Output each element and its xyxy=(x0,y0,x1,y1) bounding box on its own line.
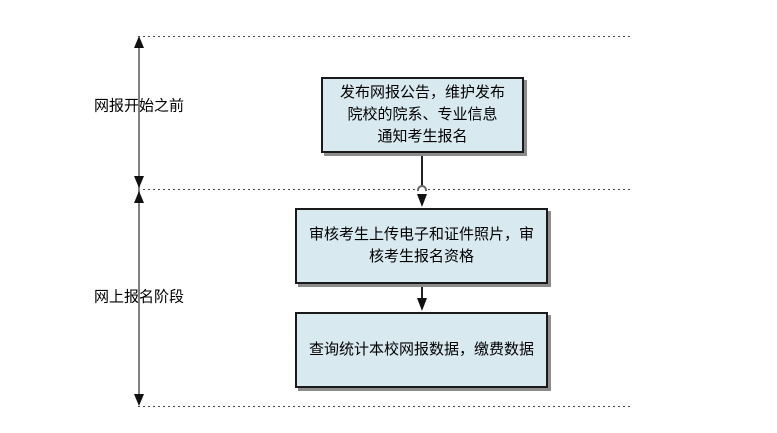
phase-separator-middle-line xyxy=(138,189,631,191)
arrow-down-icon xyxy=(134,394,144,406)
step-review-photos-box: 审核考生上传电子和证件照片，审 核考生报名资格 xyxy=(295,208,548,284)
arrow-down-icon xyxy=(417,194,427,207)
timeline-axis-line xyxy=(138,40,140,404)
phase-separator-bottom-line xyxy=(138,406,631,408)
arrow-down-icon xyxy=(417,298,427,311)
connector-line-2 xyxy=(421,286,423,300)
arrow-down-icon xyxy=(134,176,144,188)
connector-line-hop xyxy=(417,185,427,191)
phase-label-before-registration: 网报开始之前 xyxy=(93,96,185,115)
arrow-up-icon xyxy=(134,191,144,203)
arrow-up-icon xyxy=(134,36,144,48)
connector-line-1 xyxy=(421,153,423,186)
step-publish-announcement-box: 发布网报公告，维护发布 院校的院系、专业信息 通知考生报名 xyxy=(321,77,524,153)
phase-separator-top-line xyxy=(138,36,631,38)
phase-label-registration-stage: 网上报名阶段 xyxy=(93,287,185,306)
step-query-statistics-box: 查询统计本校网报数据，缴费数据 xyxy=(295,312,548,388)
